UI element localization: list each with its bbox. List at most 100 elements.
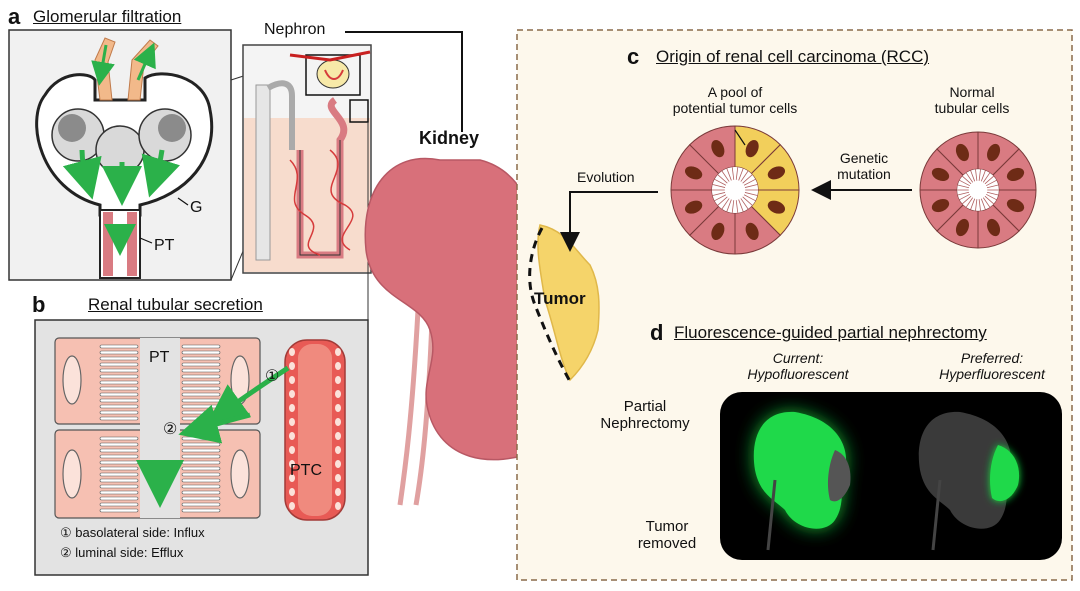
lumen-villus (735, 167, 739, 180)
microvillus (181, 386, 221, 391)
capillary-pore (335, 474, 341, 482)
lumen-villus (980, 198, 986, 210)
microvillus (99, 356, 139, 361)
cell-nucleus (711, 139, 725, 158)
microvillus (99, 410, 139, 415)
microvillus (99, 490, 139, 495)
microvillus (99, 416, 139, 421)
kidney-label: Kidney (419, 128, 480, 148)
label-ptc: PTC (290, 462, 322, 479)
pool-label: A pool of potential tumor cells (672, 84, 798, 117)
microvillus (181, 392, 221, 397)
panel-b (34, 319, 369, 576)
cell-nucleus (955, 218, 969, 237)
microvillus (181, 478, 221, 483)
lumen-villus (738, 168, 744, 181)
tumor-overlay (537, 224, 600, 382)
lumen-villus (970, 170, 976, 182)
capillary-lumen (298, 344, 332, 516)
renal-artery (289, 50, 371, 62)
lumen-villus (735, 200, 739, 213)
lumen-villus (726, 199, 732, 212)
label-pt-b: PT (149, 349, 170, 366)
tubule-wall (127, 212, 137, 276)
lumen-villus (980, 170, 986, 182)
lumen-villus (986, 193, 997, 201)
lumen-villus (712, 184, 726, 188)
cell-nucleus (987, 143, 1001, 162)
lumen-villus (959, 193, 970, 201)
lumen-villus (717, 174, 728, 184)
capillary-pore (335, 432, 341, 440)
lumen-villus (986, 184, 999, 189)
capillary-pore (289, 446, 295, 454)
cell-nucleus (230, 449, 250, 499)
microvillus (99, 392, 139, 397)
capillary-pore (335, 502, 341, 510)
capillary-pore (289, 488, 295, 496)
filtration-arrow (141, 149, 180, 198)
panel-b-letter: b (32, 292, 46, 317)
cell-nucleus (931, 199, 950, 213)
lumen-villus (744, 184, 758, 188)
lumen-villus (738, 199, 744, 212)
cell-nucleus (987, 218, 1001, 237)
microvillus (181, 374, 221, 379)
kidney-dark (918, 411, 1012, 529)
cell-nucleus (62, 449, 82, 499)
tubule-lumen (957, 169, 999, 211)
lumen-villus (714, 178, 727, 186)
tumor-label: Tumor (534, 289, 586, 308)
microvillus (99, 496, 139, 501)
capillary-pore (289, 432, 295, 440)
capillary-pore (335, 488, 341, 496)
lumen-villus (986, 191, 999, 196)
lumen-villus (721, 170, 730, 182)
capillary-pore (289, 348, 295, 356)
microvillus (181, 448, 221, 453)
lumen-villus (742, 196, 753, 206)
microvillus (181, 442, 221, 447)
zoom-box-glomerulus (305, 54, 361, 96)
microvillus (99, 484, 139, 489)
lumen-villus (742, 174, 753, 184)
cell-nucleus (931, 167, 950, 181)
microvillus (181, 466, 221, 471)
label-pt-a: PT (154, 237, 175, 254)
cell-nucleus (1006, 199, 1025, 213)
panel-d-letter: d (650, 320, 664, 345)
lumen-villus (721, 198, 730, 210)
lumen-villus (957, 184, 970, 189)
capillary-pore (335, 348, 341, 356)
cell-nucleus (955, 143, 969, 162)
nephron-panel (242, 31, 463, 274)
tumor-fluorescent (990, 445, 1020, 502)
microvillus (99, 436, 139, 441)
lumen-villus (744, 192, 758, 196)
glomerulus-vessel (324, 69, 344, 80)
capillary-pore (289, 474, 295, 482)
cell-nucleus (745, 139, 759, 158)
preferred-label: Preferred: Hyperfluorescent (939, 350, 1045, 383)
cell-nucleus (62, 355, 82, 405)
lumen-villus (731, 200, 735, 213)
microvillus (99, 368, 139, 373)
microvillus (181, 508, 221, 513)
kidney-fluorescent (753, 411, 847, 529)
lumen-villus (965, 197, 974, 208)
lumen-villus (975, 169, 978, 181)
capillary-pore (335, 418, 341, 426)
cell-nucleus (767, 166, 786, 180)
step2-marker: ② (163, 421, 178, 438)
lumen-villus (982, 197, 991, 208)
panel-b-title: Renal tubular secretion (88, 295, 263, 314)
nephrectomy-label: Partial Nephrectomy (600, 398, 690, 433)
capillary-pore (335, 460, 341, 468)
microvillus (99, 478, 139, 483)
lumen-villus (717, 196, 728, 206)
lumen-villus (986, 179, 997, 187)
lumen-villus (970, 198, 976, 210)
microvillus (181, 502, 221, 507)
cell-nucleus (684, 200, 703, 214)
